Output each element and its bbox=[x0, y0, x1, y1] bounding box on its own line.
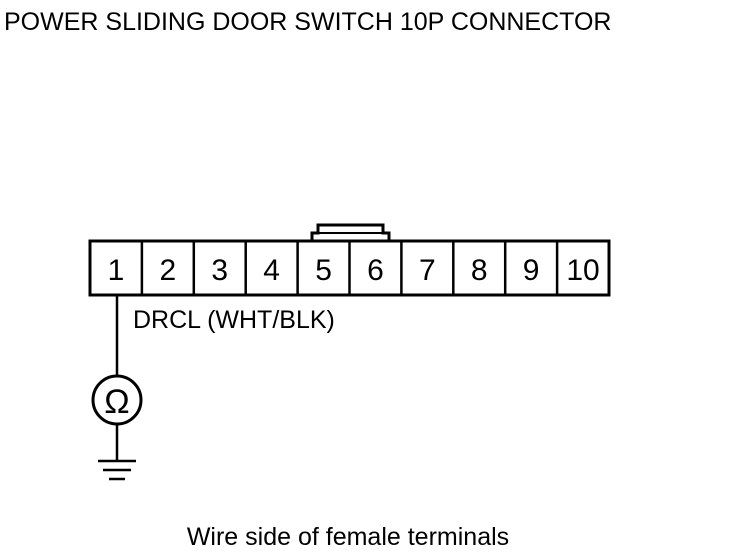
pin-number-5: 5 bbox=[315, 254, 332, 287]
connector-cavity-dividers bbox=[140, 241, 559, 295]
pin-number-1: 1 bbox=[108, 254, 125, 287]
ohm-symbol: Ω bbox=[104, 383, 129, 421]
pin-number-10: 10 bbox=[566, 254, 599, 287]
wire-label-drcl: DRCL (WHT/BLK) bbox=[133, 306, 335, 334]
diagram-title: POWER SLIDING DOOR SWITCH 10P CONNECTOR bbox=[4, 8, 611, 36]
pin-number-9: 9 bbox=[523, 254, 540, 287]
pin-number-3: 3 bbox=[211, 254, 228, 287]
pin-number-4: 4 bbox=[263, 254, 280, 287]
pin-number-6: 6 bbox=[367, 254, 384, 287]
ohmmeter-icon: Ω bbox=[91, 374, 143, 426]
diagram-caption: Wire side of female terminals bbox=[187, 523, 509, 551]
pin-number-8: 8 bbox=[471, 254, 488, 287]
pin-number-2: 2 bbox=[160, 254, 177, 287]
connector-pin-labels: 1 2 3 4 5 6 7 8 9 10 bbox=[108, 254, 600, 287]
ground-symbol-icon bbox=[98, 459, 136, 481]
pin-number-7: 7 bbox=[419, 254, 436, 287]
